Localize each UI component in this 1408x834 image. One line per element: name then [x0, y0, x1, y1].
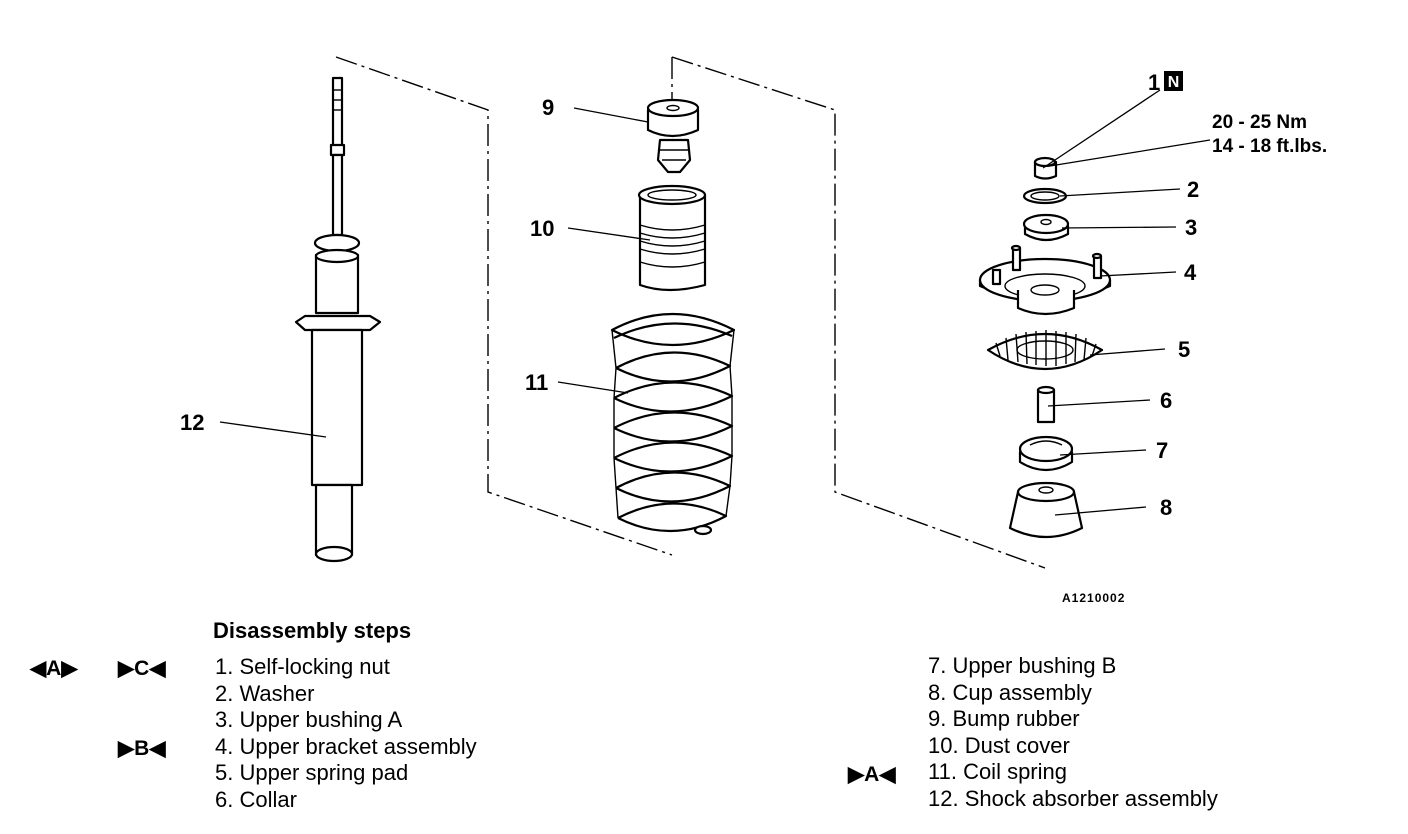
callout-2: 2	[1187, 177, 1199, 202]
step-8: 8. Cup assembly	[928, 679, 1092, 705]
step-10: 10. Dust cover	[928, 732, 1070, 758]
bump-rubber-drawing	[646, 98, 700, 174]
step-2: 2. Washer	[215, 680, 315, 706]
marker-step4: ▶B◀	[118, 737, 166, 760]
step-9: 9. Bump rubber	[928, 706, 1080, 732]
callout-12: 12	[180, 410, 204, 435]
callout-9: 9	[542, 95, 554, 120]
callout-4: 4	[1184, 260, 1197, 285]
steps-right-column: 7. Upper bushing B 8. Cup assembly 9. Bu…	[928, 653, 1218, 813]
step-1: 1. Self-locking nut	[215, 654, 390, 679]
upper-bracket-drawing	[978, 244, 1112, 316]
assembly-frame-lines	[335, 56, 1046, 569]
callout-8: 8	[1160, 495, 1172, 520]
callout-11: 11	[525, 370, 548, 395]
cup-assembly-drawing	[1008, 481, 1084, 538]
torque-imperial: 14 - 18 ft.lbs.	[1212, 136, 1327, 157]
steps-left-column: 1. Self-locking nut 2. Washer 3. Upper b…	[215, 654, 477, 814]
marker-step1-install: ▶C◀	[118, 657, 166, 680]
marker-step1-removal: ◀A▶	[30, 657, 78, 680]
collar-drawing	[1036, 385, 1056, 424]
upper-bushing-a-drawing	[1022, 213, 1070, 242]
disassembly-steps-title: Disassembly steps	[213, 618, 412, 643]
step-5: 5. Upper spring pad	[215, 760, 409, 786]
step-7: 7. Upper bushing B	[928, 653, 1117, 678]
callout-1: 1	[1148, 70, 1160, 95]
shock-absorber-drawing	[294, 76, 382, 563]
n-tag-badge	[1164, 71, 1183, 91]
callout-6: 6	[1160, 388, 1172, 413]
callout-7: 7	[1156, 438, 1168, 463]
upper-spring-pad-drawing	[986, 330, 1104, 371]
dust-cover-drawing	[637, 184, 707, 292]
callout-10: 10	[530, 216, 554, 241]
callout-5: 5	[1178, 337, 1190, 362]
figure-reference-code: A1210002	[1062, 591, 1125, 605]
washer-drawing	[1022, 187, 1068, 205]
upper-bushing-b-drawing	[1018, 435, 1074, 472]
coil-spring-drawing	[610, 312, 736, 536]
marker-step11: ▶A◀	[848, 763, 896, 786]
callout-3: 3	[1185, 215, 1197, 240]
step-4: 4. Upper bracket assembly	[215, 733, 477, 759]
callout-1-tag: N	[1168, 74, 1180, 91]
step-6: 6. Collar	[215, 786, 297, 812]
callout-labels: 1 N 2 3 4 5 6 7 8 9 10 11 12 20 - 25 Nm …	[180, 70, 1327, 605]
torque-metric: 20 - 25 Nm	[1212, 112, 1307, 133]
step-12: 12. Shock absorber assembly	[928, 785, 1218, 811]
step-11: 11. Coil spring	[928, 759, 1067, 785]
leader-lines	[219, 89, 1211, 516]
step-3: 3. Upper bushing A	[215, 707, 403, 733]
